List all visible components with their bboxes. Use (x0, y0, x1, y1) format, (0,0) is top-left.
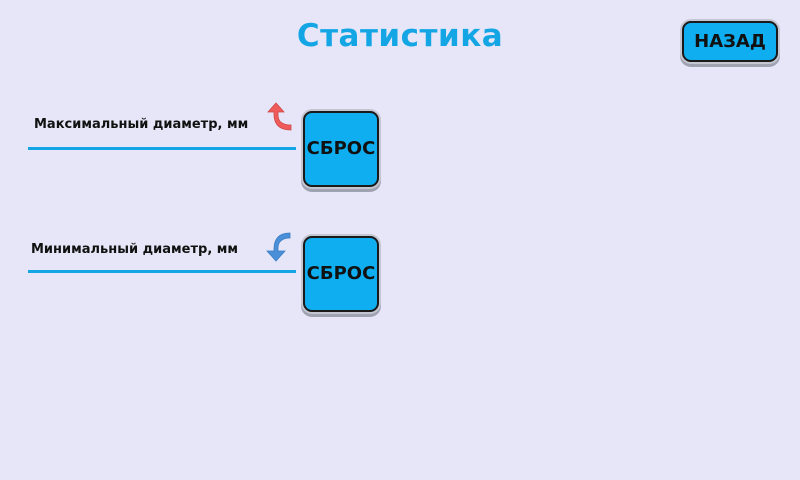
min-diameter-value-line (28, 270, 296, 273)
page-title: Статистика (296, 18, 504, 54)
arrow-down-icon (266, 232, 291, 262)
arrow-up-icon (267, 102, 292, 131)
max-diameter-value-line (28, 147, 296, 150)
reset-max-button[interactable]: СБРОС (303, 111, 379, 187)
min-diameter-label: Минимальный диаметр, мм (31, 242, 239, 257)
back-button[interactable]: НАЗАД (682, 21, 778, 62)
max-diameter-label: Максимальный диаметр, мм (34, 117, 249, 132)
reset-min-button[interactable]: СБРОС (303, 236, 379, 312)
